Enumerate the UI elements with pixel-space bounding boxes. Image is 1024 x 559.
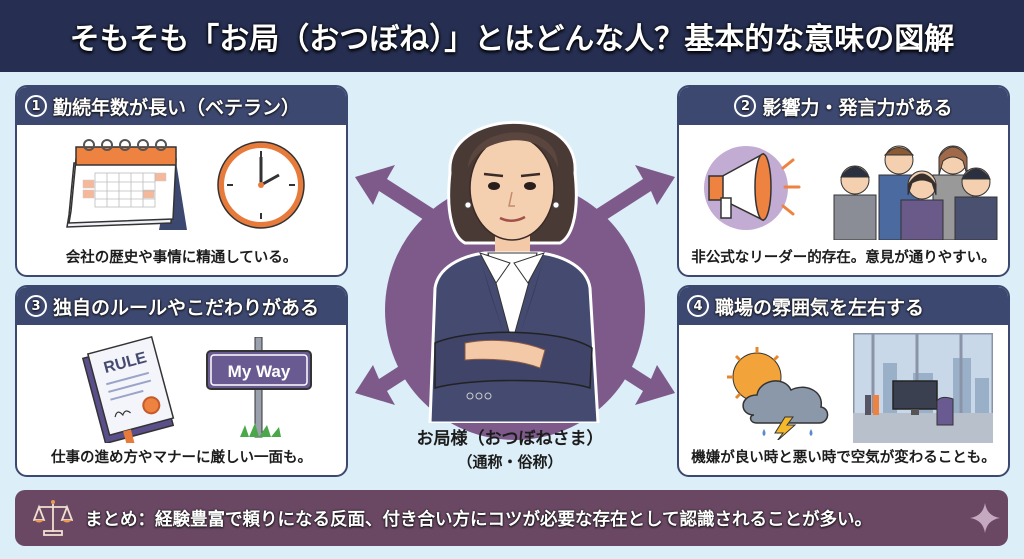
arrow-down-right-icon <box>587 343 675 405</box>
title-bar: そもそも「お局（おつぼね）」とはどんな人？基本的な意味の図解 <box>0 0 1024 72</box>
card-caption: 会社の歴史や事情に精通している。 <box>65 250 298 266</box>
center-label-main: お局様（おつぼねさま） <box>416 429 604 449</box>
card-header: 3 独自のルールやこだわりがある <box>17 287 346 325</box>
summary-text: まとめ：経験豊富で頼りになる反面、付き合い方にコツが必要な存在として認識されるこ… <box>85 509 872 530</box>
signpost-icon: My Way <box>206 337 312 438</box>
card-atmosphere: 4 職場の雰囲気を左右する 機嫌が良い時と悪い時で空気が変わることも。 <box>677 285 1010 477</box>
scales-icon <box>33 500 73 536</box>
summary-bar: まとめ：経験豊富で頼りになる反面、付き合い方にコツが必要な存在として認識されるこ… <box>15 490 1008 546</box>
card-number-badge: 1 <box>25 95 47 117</box>
sparkle-icon <box>970 503 1000 533</box>
svg-text:My Way: My Way <box>228 362 291 381</box>
card-caption: 機嫌が良い時と悪い時で空気が変わることも。 <box>691 450 996 466</box>
card-own-rules: 3 独自のルールやこだわりがある RULE My Way 仕事の進め方やマナ <box>15 285 348 477</box>
businesswoman-figure <box>428 120 600 423</box>
card-header: 4 職場の雰囲気を左右する <box>679 287 1008 325</box>
megaphone-icon <box>704 146 801 230</box>
card-caption: 非公式なリーダー的存在。意見が通りやすい。 <box>691 250 996 266</box>
card-header: 1 勤続年数が長い（ベテラン） <box>17 87 346 125</box>
card-title: 独自のルールやこだわりがある <box>53 296 320 319</box>
arrow-up-left-icon <box>355 165 443 227</box>
rule-book-icon: RULE <box>81 335 175 443</box>
card-caption: 仕事の進め方やマナーに厳しい一面も。 <box>51 450 312 466</box>
clock-icon <box>217 141 305 229</box>
calendar-icon <box>66 139 187 230</box>
office-desk-illustration <box>853 333 993 443</box>
center-label-sub: （通称・俗称） <box>457 453 563 471</box>
card-number-badge: 4 <box>687 295 709 317</box>
arrow-up-right-icon <box>587 165 675 227</box>
colleagues-group-illustration <box>833 145 998 240</box>
card-number-badge: 2 <box>734 95 757 117</box>
center-label: お局様（おつぼねさま） （通称・俗称） <box>360 424 660 472</box>
card-veteran: 1 勤続年数が長い（ベテラン） <box>15 85 348 277</box>
card-title: 勤続年数が長い（ベテラン） <box>53 96 301 119</box>
card-header: 2 影響力・発言力がある <box>679 87 1008 125</box>
sun-storm-cloud-icon <box>727 347 829 440</box>
card-influence: 2 影響力・発言力がある <box>677 85 1010 277</box>
page-title: そもそも「お局（おつぼね）」とはどんな人？基本的な意味の図解 <box>69 22 955 57</box>
arrow-down-left-icon <box>355 343 443 405</box>
card-title: 職場の雰囲気を左右する <box>715 296 925 319</box>
card-number-badge: 3 <box>25 295 47 317</box>
card-title: 影響力・発言力がある <box>762 96 953 119</box>
